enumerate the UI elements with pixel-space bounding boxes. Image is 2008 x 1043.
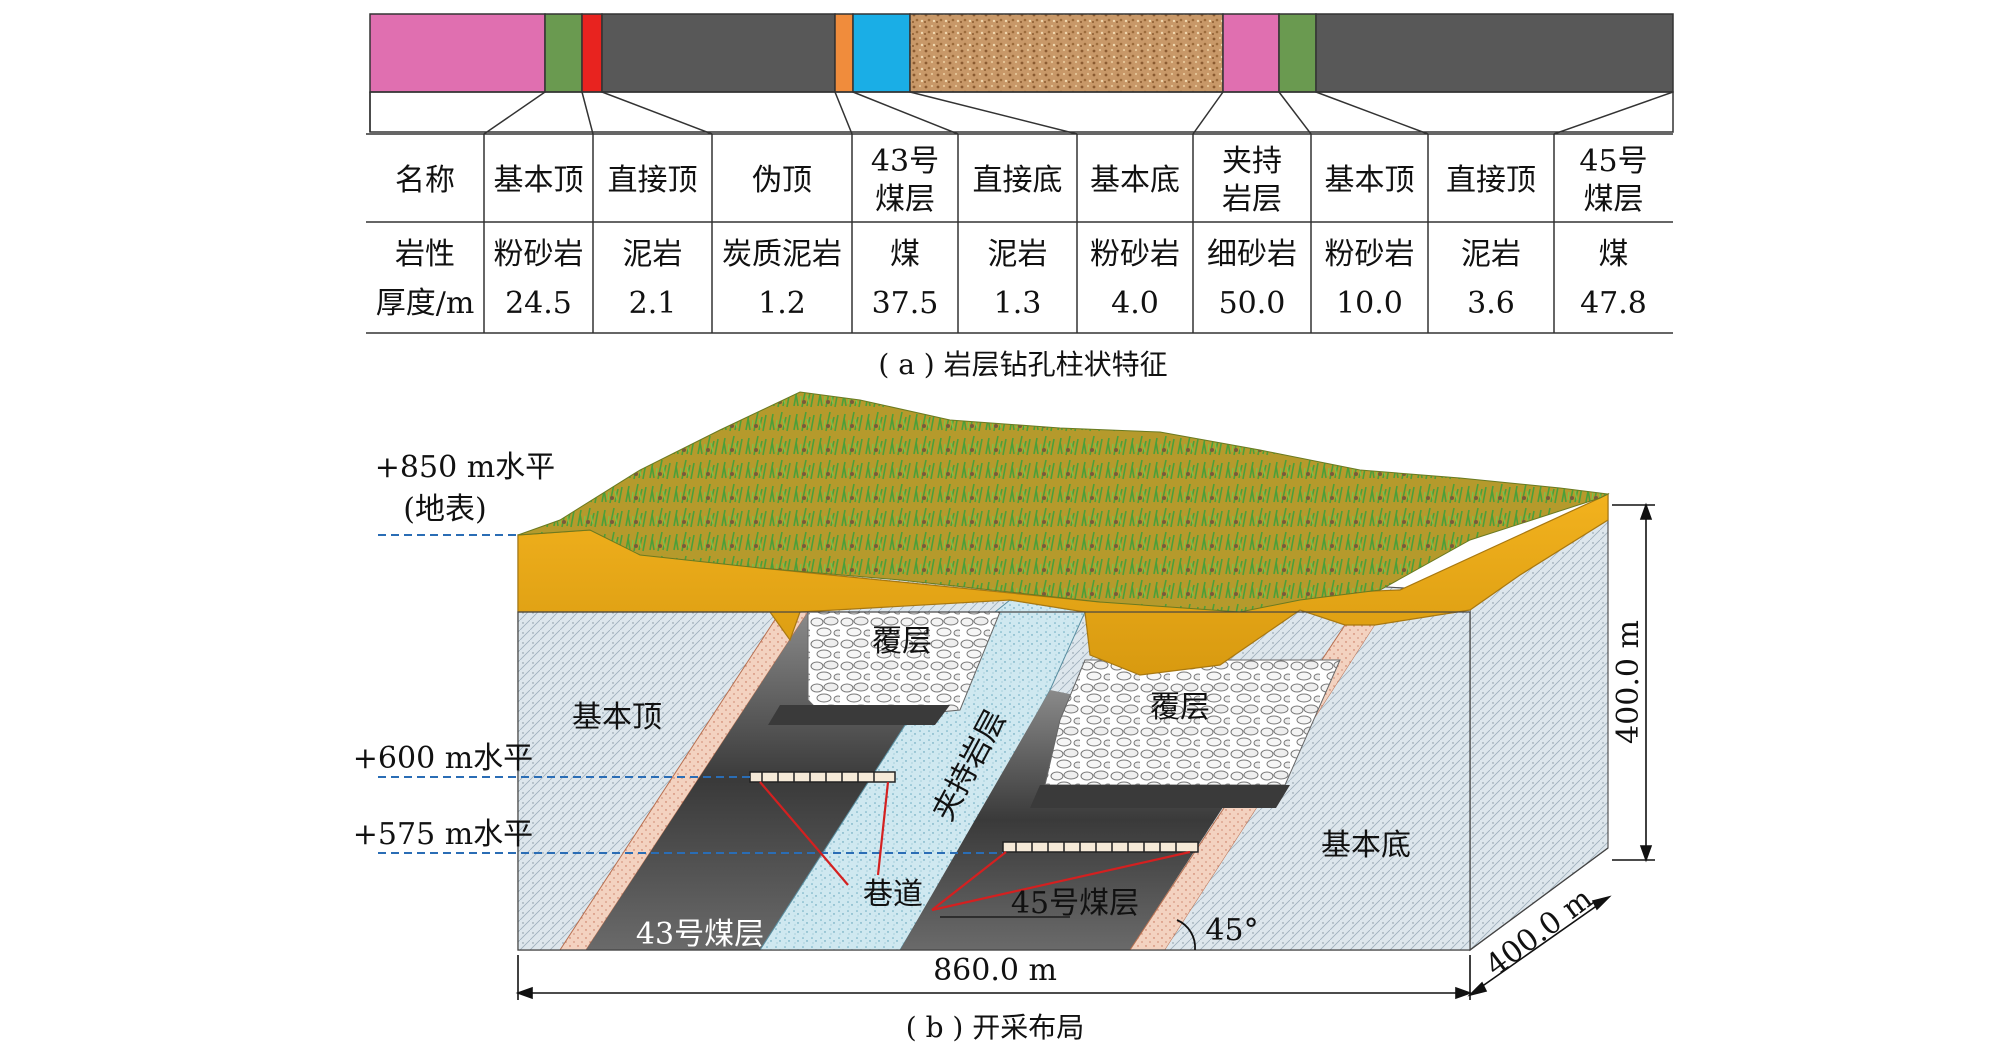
strata-mudstone [544, 13, 583, 93]
table-cell-lithology: 泥岩 [988, 237, 1048, 272]
table-cell-thickness: 50.0 [1219, 286, 1286, 321]
strata-column [369, 13, 1674, 133]
table-cell-name: 煤层 [875, 182, 935, 217]
table-cell-thickness: 47.8 [1580, 286, 1647, 321]
strata-column-base [369, 91, 1674, 133]
label-overburden-right: 覆层 [1150, 690, 1210, 725]
table-cell-name: 基本顶 [1325, 163, 1415, 198]
strata-siltstone-roof-2 [1222, 13, 1280, 93]
table-cell-thickness: 10.0 [1336, 286, 1403, 321]
table-cell-thickness: 37.5 [872, 286, 939, 321]
strata-fine-sandstone [909, 13, 1224, 93]
label-seam-43: 43号煤层 [636, 917, 764, 952]
table-cell-lithology: 煤 [890, 237, 920, 272]
caption-b: ( b ) 开采布局 [906, 1011, 1084, 1043]
table-cell-thickness: 4.0 [1111, 286, 1159, 321]
strata-coal-43 [601, 13, 836, 93]
roadway-575 [1002, 841, 1199, 853]
label-dip-angle: 45° [1205, 913, 1258, 948]
label-overburden-left: 覆层 [872, 624, 932, 659]
table-cell-lithology: 粉砂岩 [1090, 237, 1180, 272]
table-cell-name: 基本顶 [494, 163, 584, 198]
label-main-floor: 基本底 [1321, 828, 1411, 863]
main-roof-rock [518, 612, 780, 950]
strata-mudstone-floor [834, 13, 854, 93]
strata-carbonaceous-mudstone [581, 13, 603, 93]
strata-siltstone-roof [369, 13, 546, 93]
label-seam-45: 45号煤层 [1011, 886, 1139, 921]
table-cell-lithology: 粉砂岩 [494, 237, 584, 272]
table-cell-thickness: 24.5 [505, 286, 572, 321]
strata-coal-45 [1315, 13, 1674, 93]
label-level-600: +600 m水平 [353, 741, 533, 776]
strata-table: 名称岩性厚度/m基本顶粉砂岩24.5直接顶泥岩2.1伪顶炭质泥岩1.243号煤层… [366, 133, 1673, 334]
table-cell-name: 基本底 [1090, 163, 1180, 198]
block-front-outline [517, 611, 1471, 951]
caption-a: ( a ) 岩层钻孔柱状特征 [878, 348, 1167, 381]
table-cell-thickness: 2.1 [629, 286, 677, 321]
roadway-leaders [759, 781, 1191, 912]
table-cell-thickness: 1.3 [994, 286, 1042, 321]
label-width: 860.0 m [933, 953, 1057, 988]
label-surface-name: (地表) [403, 492, 486, 527]
goaf-strip-2 [1030, 785, 1290, 808]
row-header-name: 名称 [395, 163, 455, 198]
table-cell-lithology: 泥岩 [1461, 237, 1521, 272]
height-dimension [1612, 502, 1655, 863]
label-roadway: 巷道 [863, 877, 923, 912]
table-cell-thickness: 3.6 [1467, 286, 1515, 321]
table-cell-thickness: 1.2 [758, 286, 806, 321]
label-level-575: +575 m水平 [353, 817, 533, 852]
column-connectors [369, 91, 1674, 135]
table-cell-lithology: 炭质泥岩 [722, 237, 842, 272]
grass-surface [517, 391, 1610, 613]
roadway-supports [761, 772, 1177, 852]
depth-dimension [1467, 895, 1612, 997]
table-cell-name: 45号 [1579, 144, 1647, 179]
table-cell-name: 直接顶 [608, 163, 698, 198]
label-height: 400.0 m [1611, 620, 1646, 744]
table-cell-lithology: 煤 [1599, 237, 1629, 272]
width-dimension [515, 955, 1473, 1000]
goaf-strip-1 [768, 705, 950, 725]
table-cell-lithology: 细砂岩 [1207, 237, 1297, 272]
table-cell-lithology: 粉砂岩 [1325, 237, 1415, 272]
label-surface-level: +850 m水平 [375, 450, 555, 485]
row-header-thickness: 厚度/m [376, 286, 475, 321]
strata-mudstone-2 [1278, 13, 1317, 93]
table-cell-name: 夹持 [1222, 144, 1282, 179]
label-main-roof: 基本顶 [572, 700, 662, 735]
table-cell-name: 直接顶 [1446, 163, 1536, 198]
table-cell-name: 43号 [871, 144, 939, 179]
row-header-lithology: 岩性 [395, 237, 455, 272]
table-cell-name: 岩层 [1222, 182, 1282, 217]
dip-angle-arc [1176, 919, 1196, 951]
strata-siltstone-floor [852, 13, 911, 93]
table-cell-name: 伪顶 [752, 163, 812, 198]
table-cell-name: 煤层 [1584, 182, 1644, 217]
table-cell-name: 直接底 [973, 163, 1063, 198]
mining-layout-diagram: +850 m水平 (地表) +600 m水平 +575 m水平 覆层 覆层 基本… [353, 391, 1655, 1000]
table-cell-lithology: 泥岩 [623, 237, 683, 272]
main-floor-rock [1165, 610, 1470, 950]
